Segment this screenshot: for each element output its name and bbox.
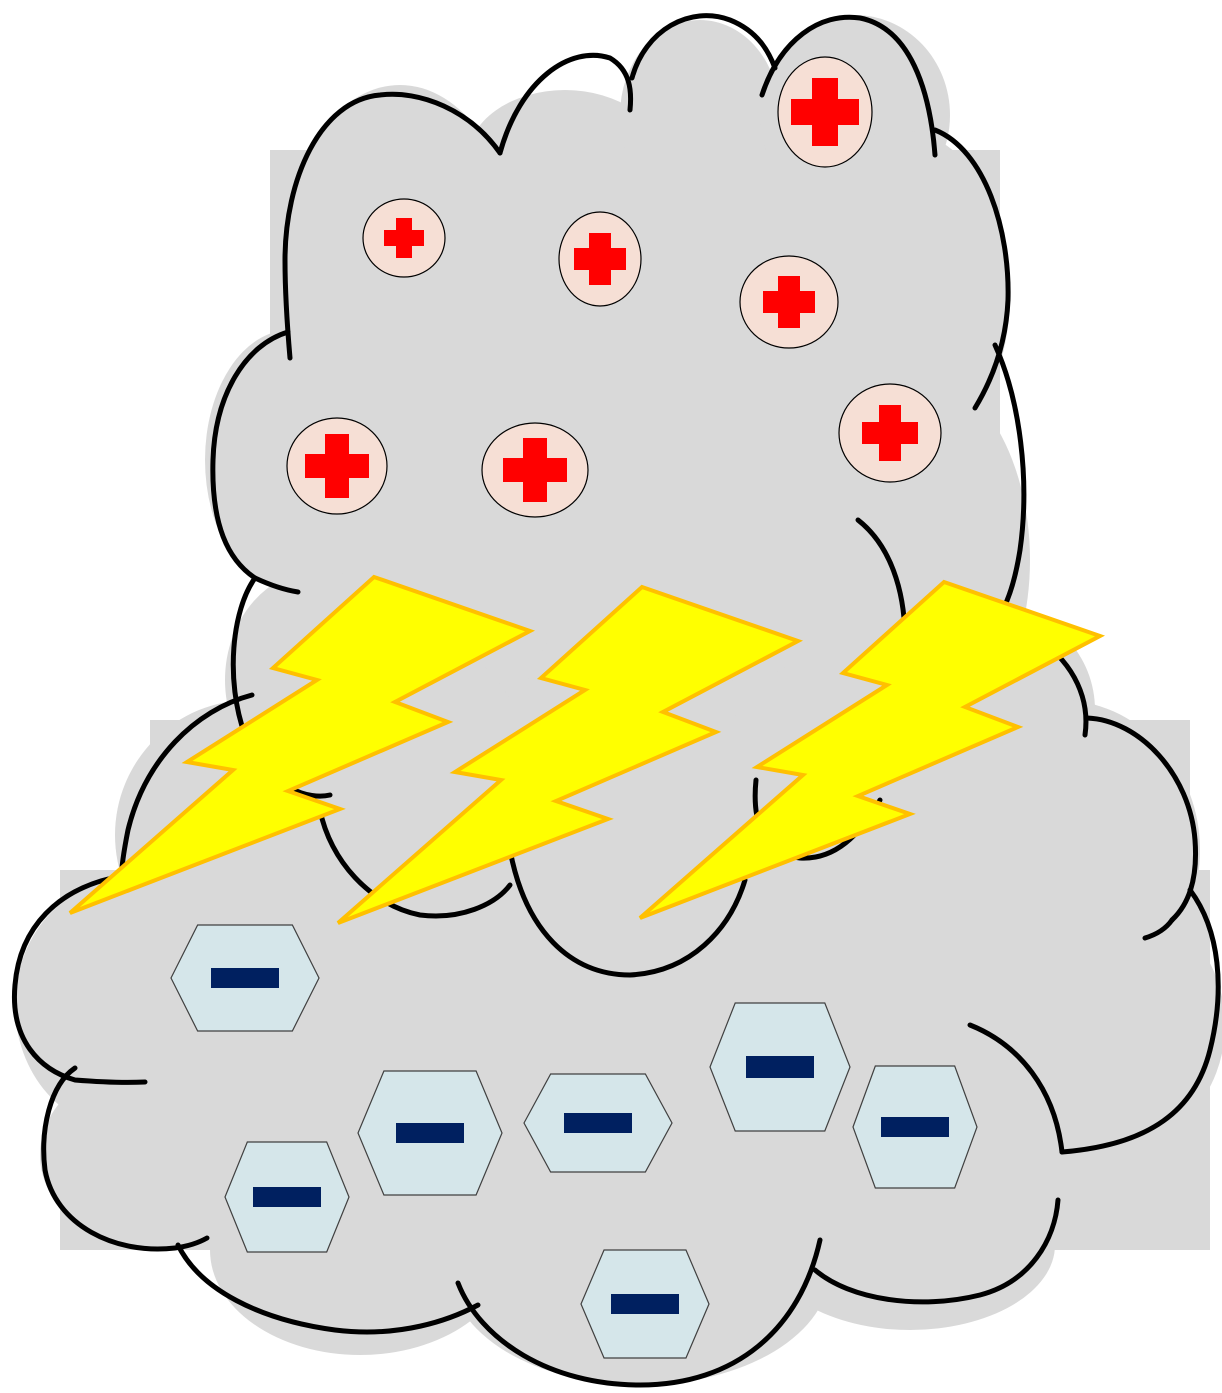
positive-charge <box>778 57 872 167</box>
positive-charge <box>363 199 445 277</box>
positive-charge <box>287 418 387 514</box>
minus-icon <box>253 1187 321 1207</box>
minus-icon <box>396 1123 464 1143</box>
minus-icon <box>211 968 279 988</box>
minus-icon <box>881 1117 949 1137</box>
positive-charge <box>839 384 941 482</box>
minus-icon <box>611 1294 679 1314</box>
negative-charge <box>853 1066 977 1188</box>
negative-charge <box>710 1003 850 1131</box>
positive-charge <box>559 212 641 306</box>
minus-icon <box>564 1113 632 1133</box>
negative-charge <box>225 1142 349 1252</box>
negative-charge <box>581 1250 709 1358</box>
positive-charge <box>482 423 588 517</box>
positive-charge <box>740 256 838 348</box>
negative-charge <box>171 925 319 1031</box>
minus-icon <box>746 1056 814 1078</box>
negative-charge <box>358 1071 502 1195</box>
negative-charge <box>524 1074 672 1172</box>
